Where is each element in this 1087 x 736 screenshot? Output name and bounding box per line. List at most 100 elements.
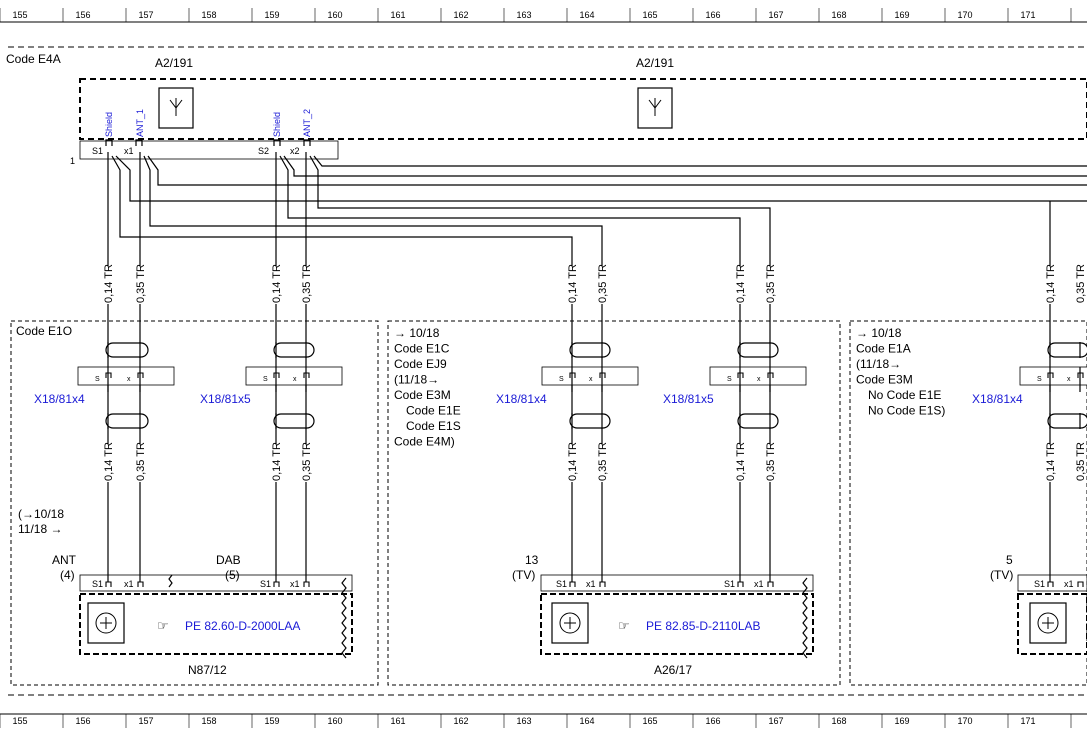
pin-stub <box>105 372 112 378</box>
ruler-number: 163 <box>516 716 531 726</box>
wire-label-bg <box>1044 444 1056 482</box>
wire-gauge-label: 0,14 TR <box>1045 264 1057 303</box>
ruler-number: 167 <box>768 716 783 726</box>
pin-stub <box>137 372 144 378</box>
bottom-pin-x1: x1 <box>290 579 300 589</box>
component-a2-191-left: A2/191 <box>155 56 193 70</box>
ground-zigzags <box>168 574 808 659</box>
wire-gauge-label: 0,14 TR <box>735 264 747 303</box>
pin-stub <box>137 581 144 587</box>
ruler-number: 165 <box>642 716 657 726</box>
top-pin-stubs <box>105 139 311 146</box>
pin-stub <box>105 581 112 587</box>
wire-label-bg <box>134 444 146 482</box>
pin-label-tv: (TV) <box>512 568 535 582</box>
ruler-number: 165 <box>642 10 657 20</box>
pin-label-shield-2: Shield <box>272 112 282 137</box>
inline-connector <box>541 366 639 386</box>
ruler-number: 161 <box>390 10 405 20</box>
connector-x18-81x5: X18/81x5 <box>663 392 714 406</box>
pin-label-ant: ANT <box>52 553 77 567</box>
wire-gauge-label: 0,14 TR <box>567 264 579 303</box>
wire-label-bg <box>764 266 776 304</box>
ruler-number: 161 <box>390 716 405 726</box>
connector-x18-81x5: X18/81x5 <box>200 392 251 406</box>
wire-label-bg <box>764 444 776 482</box>
bottom-pin-x1: x1 <box>586 579 596 589</box>
wire-label-bg <box>566 444 578 482</box>
wire-label-bg <box>734 266 746 304</box>
pin-x2: x2 <box>290 146 300 156</box>
wire-gauge-label: 0,35 TR <box>597 264 609 303</box>
code-note-line: → 10/18 <box>394 326 440 340</box>
ruler-number: 166 <box>705 716 720 726</box>
bottom-pin-x1: x1 <box>1064 579 1074 589</box>
pin-stub <box>599 372 606 378</box>
pin-stub <box>737 581 744 587</box>
wire-gauge-label: 0,35 TR <box>301 264 313 303</box>
a2-191-housing <box>79 78 1087 140</box>
pin-label-dab: DAB <box>216 553 241 567</box>
code-note-line: Code EJ9 <box>394 357 447 371</box>
ruler-number: 155 <box>12 10 27 20</box>
pin-label-13: 13 <box>525 553 539 567</box>
wire-label-bg <box>734 444 746 482</box>
ruler-number: 170 <box>957 716 972 726</box>
pin-label-ant-num: (4) <box>60 568 75 582</box>
pointing-hand-icon: ☞ <box>157 619 169 634</box>
wire-label-bg <box>1044 266 1056 304</box>
shield-loop <box>105 413 149 429</box>
ruler-number: 167 <box>768 10 783 20</box>
ruler-number: 163 <box>516 10 531 20</box>
pin-stub <box>767 581 774 587</box>
shield-loop <box>1047 342 1087 358</box>
inline-connector <box>77 366 175 386</box>
ruler-number: 157 <box>138 716 153 726</box>
bottom-pin-x1: x1 <box>124 579 134 589</box>
connector-pin-x: x <box>1067 376 1071 383</box>
code-note-line: Code E1E <box>406 404 461 418</box>
shield-loop <box>105 342 149 358</box>
date-note-1: (→10/18 <box>18 507 64 521</box>
wire-gauge-label: 0,35 TR <box>301 442 313 481</box>
ruler-number: 158 <box>201 716 216 726</box>
code-note-line: (11/18→ <box>856 357 901 371</box>
pe-reference-link[interactable]: PE 82.85-D-2110LAB <box>646 619 761 633</box>
code-note-line: Code E4M) <box>394 435 455 449</box>
code-note-line: → 10/18 <box>856 326 902 340</box>
shield-loop <box>569 342 611 358</box>
pin-stub <box>303 581 310 587</box>
pe-reference-link[interactable]: PE 82.60-D-2000LAA <box>185 619 300 633</box>
ruler-number: 159 <box>264 716 279 726</box>
row-label: 1 <box>70 156 75 166</box>
code-note-line: Code E1S <box>406 419 461 433</box>
connector-pin-x: x <box>757 376 761 383</box>
bottom-pin-s1: S1 <box>92 579 103 589</box>
shield-loop <box>737 413 779 429</box>
wire-labels: 0,14 TR 0,14 TR 0,35 TR 0,35 TR 0,14 TR 0,14 … <box>102 264 1087 482</box>
ruler-number: 171 <box>1020 10 1035 20</box>
connector-pin-s: S <box>95 376 100 383</box>
wire-label-bg <box>134 266 146 304</box>
ruler-number: 155 <box>12 716 27 726</box>
pin-label-tv: (TV) <box>990 568 1013 582</box>
wire-gauge-label: 0,35 TR <box>765 264 777 303</box>
ruler-number: 169 <box>894 716 909 726</box>
code-e4a-label: Code E4A <box>6 52 61 66</box>
shield-loop <box>273 342 315 358</box>
connector-pin-s: S <box>559 376 564 383</box>
pin-stub <box>1047 581 1054 587</box>
module-name-n87-12: N87/12 <box>188 663 227 677</box>
wire-label-bg <box>102 266 114 304</box>
pointing-hand-icon: ☞ <box>618 619 630 634</box>
wire-gauge-label: 0,35 TR <box>597 442 609 481</box>
tuner-icon <box>551 602 589 644</box>
wire-label-bg <box>596 444 608 482</box>
ruler-number: 156 <box>75 716 90 726</box>
wire-gauge-label: 0,14 TR <box>567 442 579 481</box>
pin-stub <box>737 372 744 378</box>
connector-x18-81x4: X18/81x4 <box>34 392 85 406</box>
